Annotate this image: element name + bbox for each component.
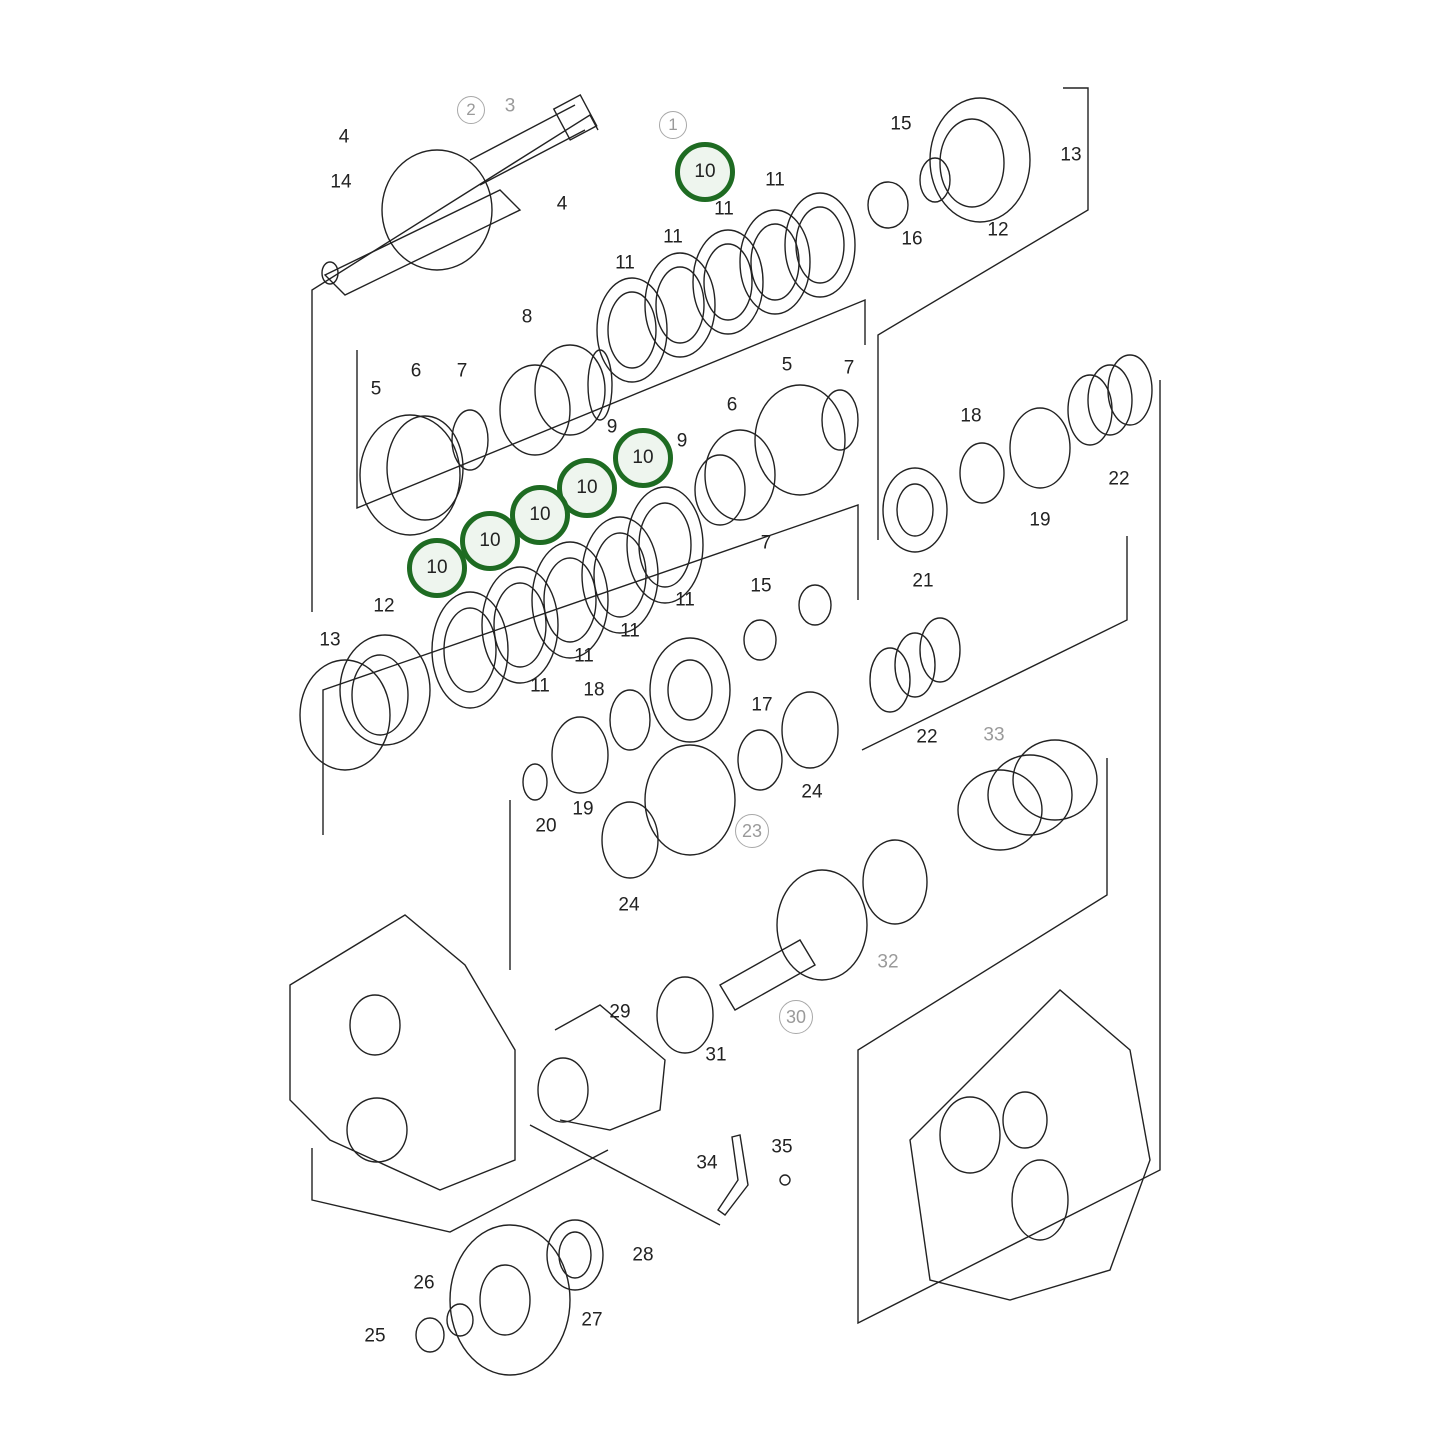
highlighted-part-10[interactable]: 10 (460, 511, 520, 571)
part-label[interactable]: 6 (410, 360, 422, 382)
part-label[interactable]: 28 (632, 1244, 654, 1266)
seal-part-12-13-upper (867, 97, 1031, 229)
frame-clutch-upper (356, 298, 866, 510)
assembly-ref-2[interactable]: 2 (457, 96, 485, 124)
part-label[interactable]: 22 (916, 726, 938, 748)
part-label[interactable]: 16 (901, 228, 923, 250)
part-label[interactable]: 19 (1029, 509, 1051, 531)
part-label[interactable]: 8 (521, 306, 533, 328)
highlighted-part-10[interactable]: 10 (613, 428, 673, 488)
part-label[interactable]: 11 (620, 620, 640, 642)
part-label[interactable]: 6 (726, 394, 738, 416)
part-label[interactable]: 26 (413, 1272, 435, 1294)
part-label[interactable]: 20 (535, 815, 557, 837)
part-label[interactable]: 15 (890, 113, 912, 135)
part-label[interactable]: 12 (373, 595, 395, 617)
part-label[interactable]: 9 (676, 430, 688, 452)
part-label[interactable]: 14 (330, 171, 352, 193)
part-label[interactable]: 4 (338, 126, 350, 148)
frame-top-left (311, 114, 599, 612)
hose-part-34 (717, 1134, 791, 1216)
part-label[interactable]: 34 (696, 1152, 718, 1174)
part-label[interactable]: 27 (581, 1309, 603, 1331)
seal-part-12-13-lower (299, 634, 431, 771)
assembly-ref-1[interactable]: 1 (659, 111, 687, 139)
part-label[interactable]: 29 (609, 1001, 631, 1023)
assembly-ref-23[interactable]: 23 (735, 814, 769, 848)
lower-clutch-discs (431, 486, 704, 709)
highlighted-part-10[interactable]: 10 (675, 142, 735, 202)
part-label[interactable]: 33 (983, 724, 1005, 746)
part-label[interactable]: 24 (618, 894, 640, 916)
part-label[interactable]: 21 (912, 570, 934, 592)
part-label[interactable]: 7 (843, 357, 855, 379)
part-label[interactable]: 5 (781, 354, 793, 376)
assembly-ref-30[interactable]: 30 (779, 1000, 813, 1034)
part-label[interactable]: 35 (771, 1136, 793, 1158)
piston-assembly-left (359, 344, 613, 536)
part-label[interactable]: 5 (370, 378, 382, 400)
cover-part-29 (537, 1004, 666, 1131)
part-label[interactable]: 31 (705, 1044, 727, 1066)
flange-parts-25-28 (415, 1219, 604, 1376)
part-label[interactable]: 19 (572, 798, 594, 820)
part-label[interactable]: 11 (765, 169, 785, 191)
gears-and-bearings-middle (522, 354, 1153, 879)
part-label[interactable]: 24 (801, 781, 823, 803)
output-shaft-part-30 (656, 739, 1098, 1054)
part-label[interactable]: 32 (877, 951, 899, 973)
part-label[interactable]: 11 (675, 589, 695, 611)
part-label[interactable]: 25 (364, 1325, 386, 1347)
part-label[interactable]: 11 (574, 645, 594, 667)
part-label[interactable]: 7 (760, 532, 772, 554)
part-label[interactable]: 15 (750, 575, 772, 597)
frame-lower-left (311, 1148, 609, 1233)
part-label[interactable]: 12 (987, 219, 1009, 241)
frame-output (857, 380, 1161, 1325)
part-label[interactable]: 17 (751, 694, 773, 716)
part-label[interactable]: 9 (606, 416, 618, 438)
part-label[interactable]: 11 (530, 675, 550, 697)
shaft-drum-part-3 (321, 94, 598, 296)
highlighted-part-10[interactable]: 10 (407, 538, 467, 598)
frame-right-shaft (861, 536, 1128, 751)
part-label[interactable]: 18 (583, 679, 605, 701)
housing-left (289, 914, 516, 1191)
part-label[interactable]: 7 (456, 360, 468, 382)
part-label[interactable]: 11 (663, 226, 683, 248)
housing-right (909, 989, 1151, 1301)
upper-clutch-discs (596, 192, 856, 383)
part-label[interactable]: 22 (1108, 468, 1130, 490)
highlighted-part-10[interactable]: 10 (557, 458, 617, 518)
frame-top-right (877, 87, 1089, 540)
piston-assembly-right (694, 384, 859, 526)
part-label[interactable]: 13 (319, 629, 341, 651)
part-label[interactable]: 13 (1060, 144, 1082, 166)
part-label[interactable]: 11 (615, 252, 635, 274)
part-label[interactable]: 18 (960, 405, 982, 427)
part-label[interactable]: 11 (714, 198, 734, 220)
part-label[interactable]: 3 (504, 95, 516, 117)
part-label[interactable]: 4 (556, 193, 568, 215)
highlighted-part-10[interactable]: 10 (510, 485, 570, 545)
frame-clutch-lower (322, 504, 859, 835)
